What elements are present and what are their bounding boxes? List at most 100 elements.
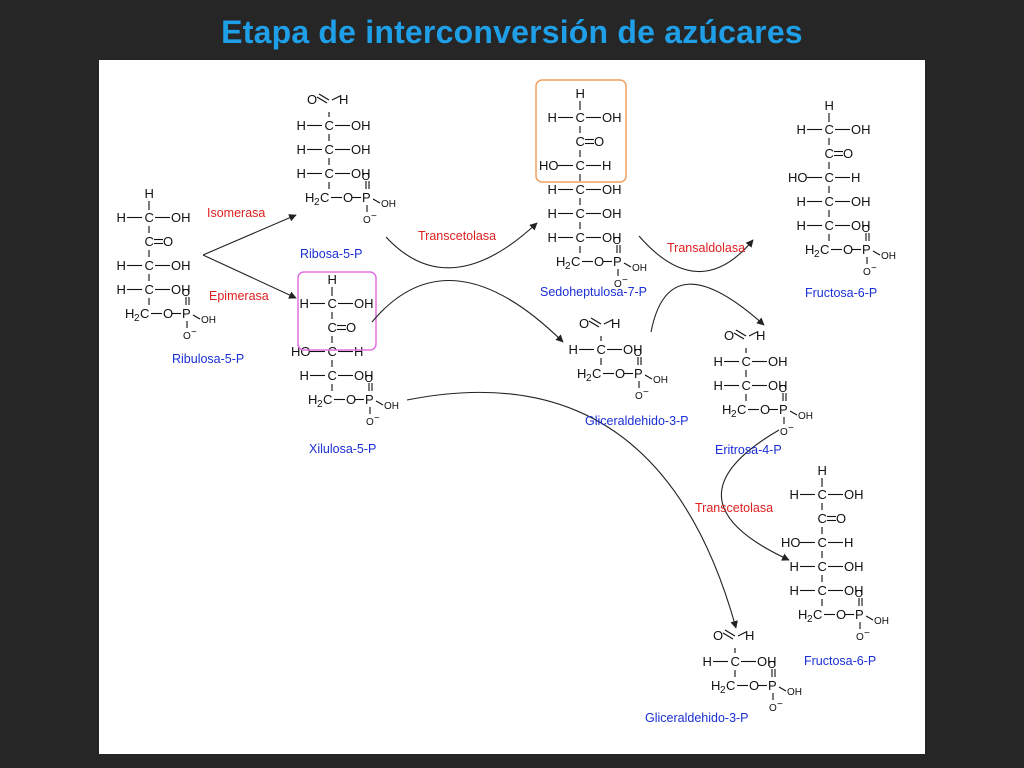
svg-text:HO: HO	[539, 158, 559, 173]
svg-text:OH: OH	[844, 583, 864, 598]
svg-text:P: P	[613, 254, 622, 269]
svg-text:OH: OH	[844, 559, 864, 574]
label-transcetolasa-1: Transcetolasa	[418, 229, 496, 243]
svg-text:O: O	[836, 607, 846, 622]
svg-text:O: O	[760, 402, 770, 417]
svg-text:OH: OH	[874, 616, 889, 627]
svg-text:2: 2	[586, 373, 592, 384]
svg-text:O: O	[862, 224, 870, 235]
highlight-box-orange	[535, 79, 627, 183]
svg-text:C: C	[813, 607, 822, 622]
svg-text:OH: OH	[201, 315, 216, 326]
svg-text:C: C	[825, 170, 834, 185]
svg-text:OH: OH	[768, 378, 788, 393]
svg-text:−: −	[788, 423, 794, 434]
svg-text:H: H	[790, 559, 799, 574]
svg-text:OH: OH	[354, 296, 374, 311]
svg-text:H: H	[548, 230, 557, 245]
svg-text:OH: OH	[653, 375, 668, 386]
svg-text:O: O	[579, 316, 589, 331]
label-gliceraldehido-3-p-2: Gliceraldehido-3-P	[645, 711, 749, 725]
svg-text:OH: OH	[632, 263, 647, 274]
svg-text:O: O	[346, 392, 356, 407]
label-gliceraldehido-3-p-1: Gliceraldehido-3-P	[585, 414, 689, 428]
svg-text:C: C	[825, 218, 834, 233]
svg-text:2: 2	[314, 197, 320, 208]
svg-text:P: P	[634, 366, 643, 381]
svg-text:H: H	[328, 272, 337, 287]
svg-text:O: O	[724, 328, 734, 343]
svg-text:C: C	[742, 378, 751, 393]
svg-text:H: H	[354, 344, 363, 359]
svg-text:H: H	[805, 242, 814, 257]
arrow-transcetolasa-2a	[720, 429, 790, 561]
svg-text:H: H	[577, 366, 586, 381]
svg-text:C: C	[825, 194, 834, 209]
svg-text:H: H	[756, 328, 765, 343]
svg-text:OH: OH	[351, 142, 371, 157]
svg-text:H: H	[308, 392, 317, 407]
svg-text:O: O	[362, 172, 370, 183]
svg-text:−: −	[864, 628, 870, 639]
svg-text:H: H	[798, 607, 807, 622]
svg-text:C: C	[325, 142, 334, 157]
svg-text:2: 2	[731, 409, 737, 420]
svg-text:OH: OH	[602, 230, 622, 245]
svg-text:O: O	[613, 236, 621, 247]
svg-text:C: C	[576, 134, 585, 149]
svg-text:OH: OH	[881, 251, 896, 262]
svg-text:H: H	[790, 487, 799, 502]
label-ribulosa-5-p: Ribulosa-5-P	[172, 352, 244, 366]
svg-text:C: C	[818, 487, 827, 502]
svg-text:C: C	[328, 296, 337, 311]
svg-text:O: O	[366, 417, 374, 428]
svg-text:−: −	[374, 413, 380, 424]
label-xilulosa-5-p: Xilulosa-5-P	[309, 442, 376, 456]
arrow-transcetolasa-1a	[385, 222, 538, 269]
svg-text:2: 2	[720, 685, 726, 696]
svg-text:H: H	[844, 535, 853, 550]
arrow-transcetolasa-1b	[371, 279, 564, 343]
svg-text:O: O	[713, 628, 723, 643]
svg-text:H: H	[305, 190, 314, 205]
svg-text:OH: OH	[381, 199, 396, 210]
svg-text:O: O	[863, 267, 871, 278]
svg-text:C: C	[325, 166, 334, 181]
svg-text:O: O	[836, 511, 846, 526]
svg-text:C: C	[818, 583, 827, 598]
svg-text:H: H	[711, 678, 720, 693]
svg-text:C: C	[323, 392, 332, 407]
svg-text:C: C	[592, 366, 601, 381]
svg-text:C: C	[328, 320, 337, 335]
svg-text:2: 2	[134, 313, 140, 324]
svg-text:P: P	[855, 607, 864, 622]
svg-text:C: C	[571, 254, 580, 269]
svg-text:−: −	[371, 211, 377, 222]
svg-text:H: H	[145, 186, 154, 201]
svg-text:−: −	[871, 263, 877, 274]
svg-text:OH: OH	[798, 411, 813, 422]
svg-text:−: −	[622, 275, 628, 286]
svg-text:H: H	[745, 628, 754, 643]
arrow-transaldolasa-b	[650, 283, 765, 333]
svg-text:H: H	[569, 342, 578, 357]
svg-text:C: C	[818, 535, 827, 550]
label-epimerasa: Epimerasa	[209, 289, 269, 303]
svg-text:H: H	[703, 654, 712, 669]
svg-text:HO: HO	[291, 344, 311, 359]
svg-text:O: O	[634, 348, 642, 359]
svg-text:C: C	[576, 206, 585, 221]
svg-text:HO: HO	[788, 170, 808, 185]
svg-text:C: C	[576, 110, 585, 125]
svg-text:O: O	[749, 678, 759, 693]
svg-text:HO: HO	[781, 535, 801, 550]
svg-text:O: O	[856, 632, 864, 643]
svg-text:OH: OH	[171, 282, 191, 297]
svg-text:O: O	[343, 190, 353, 205]
svg-text:C: C	[818, 511, 827, 526]
